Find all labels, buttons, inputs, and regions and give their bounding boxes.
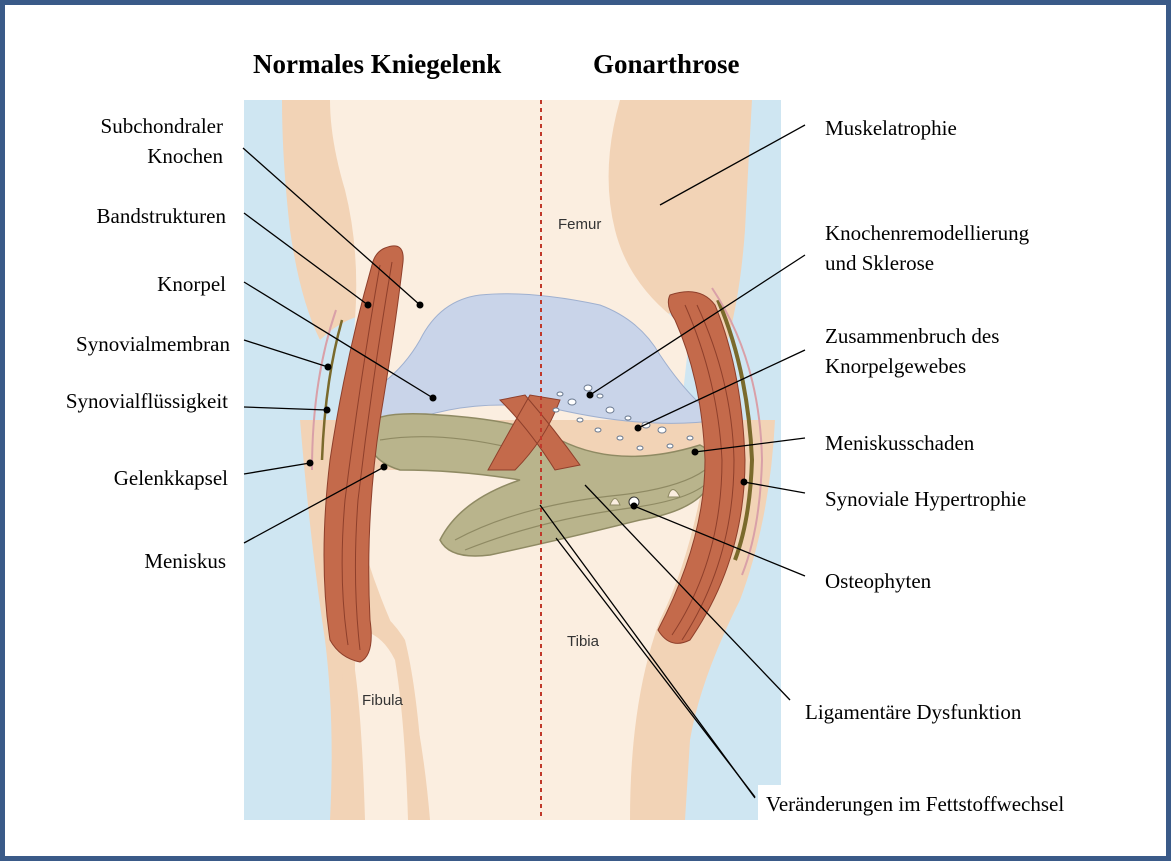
label-zusammenbruch-line-2: Knorpelgewebes xyxy=(825,351,999,381)
label-bandstrukturen: Bandstrukturen xyxy=(97,201,226,231)
label-subchondral-line-2: Knochen xyxy=(101,141,223,171)
label-zusammenbruch-line-1: Zusammenbruch des xyxy=(825,321,999,351)
label-zusammenbruch: Zusammenbruch des Knorpelgewebes xyxy=(825,321,999,381)
label-knorpel: Knorpel xyxy=(157,269,226,299)
label-subchondral-bone: Subchondraler Knochen xyxy=(101,111,223,171)
femur-label: Femur xyxy=(558,210,601,240)
label-meniskusschaden: Meniskusschaden xyxy=(825,428,974,458)
label-knochenremodellierung-line-2: und Sklerose xyxy=(825,248,1029,278)
label-meniskus: Meniskus xyxy=(144,546,226,576)
label-gelenkkapsel: Gelenkkapsel xyxy=(114,463,228,493)
label-synoviale-hypertrophie: Synoviale Hypertrophie xyxy=(825,484,1026,514)
label-fettstoffwechsel: Veränderungen im Fettstoffwechsel xyxy=(758,785,1072,823)
label-synovialmembran: Synovialmembran xyxy=(76,329,230,359)
tibia-label: Tibia xyxy=(567,627,599,657)
label-ligamentaere-dysfunktion: Ligamentäre Dysfunktion xyxy=(797,693,1029,731)
title-gonarthrosis: Gonarthrose xyxy=(593,49,740,80)
label-osteophyten: Osteophyten xyxy=(825,566,931,596)
title-normal-knee: Normales Kniegelenk xyxy=(253,49,501,80)
label-synovialfluessigkeit: Synovialflüssigkeit xyxy=(66,386,228,416)
label-subchondral-line-1: Subchondraler xyxy=(101,111,223,141)
fibula-label: Fibula xyxy=(362,686,403,716)
label-muskelatrophie: Muskelatrophie xyxy=(825,113,957,143)
label-knochenremodellierung-line-1: Knochenremodellierung xyxy=(825,218,1029,248)
label-knochenremodellierung: Knochenremodellierung und Sklerose xyxy=(825,218,1029,278)
